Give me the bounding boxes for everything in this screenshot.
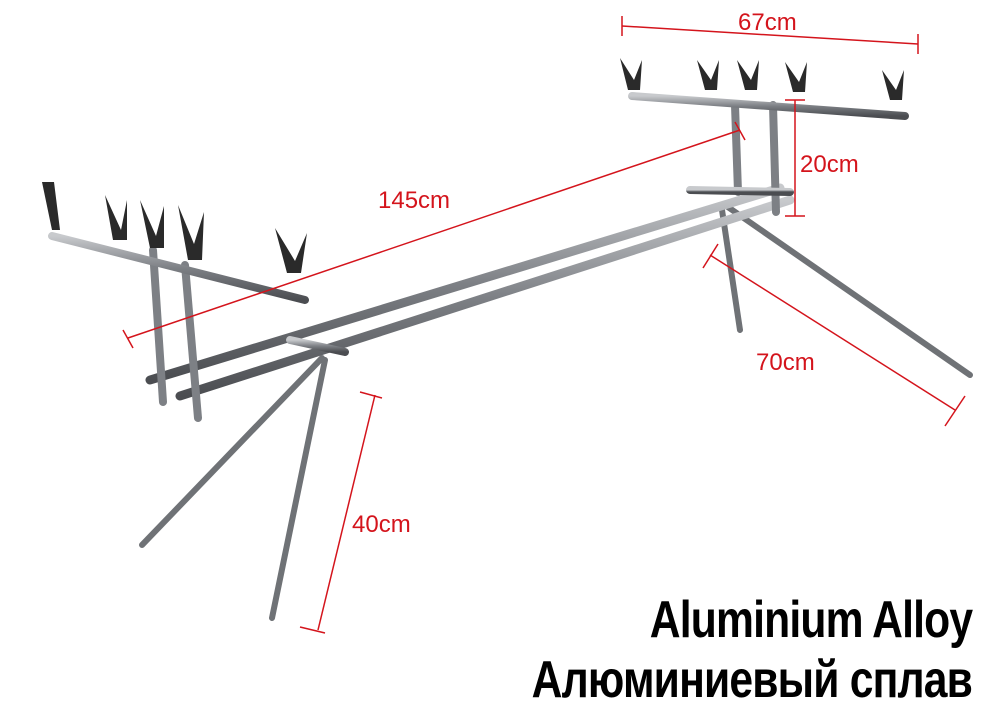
rod-rests: [42, 58, 904, 273]
dimension-lines: [122, 16, 966, 634]
main-bars: [145, 183, 795, 401]
caption-english: Aluminium Alloy: [649, 591, 972, 649]
dim-67cm: 67cm: [738, 9, 797, 36]
dim-20cm: 20cm: [800, 151, 859, 178]
dim-70cm: 70cm: [756, 349, 815, 376]
legs: [139, 202, 973, 621]
dim-145cm: 145cm: [378, 187, 450, 214]
dim-40cm: 40cm: [352, 511, 411, 538]
caption-russian: Алюминиевый сплав: [531, 651, 973, 709]
buzz-bars: [48, 92, 909, 356]
rod-pod: [42, 58, 973, 621]
